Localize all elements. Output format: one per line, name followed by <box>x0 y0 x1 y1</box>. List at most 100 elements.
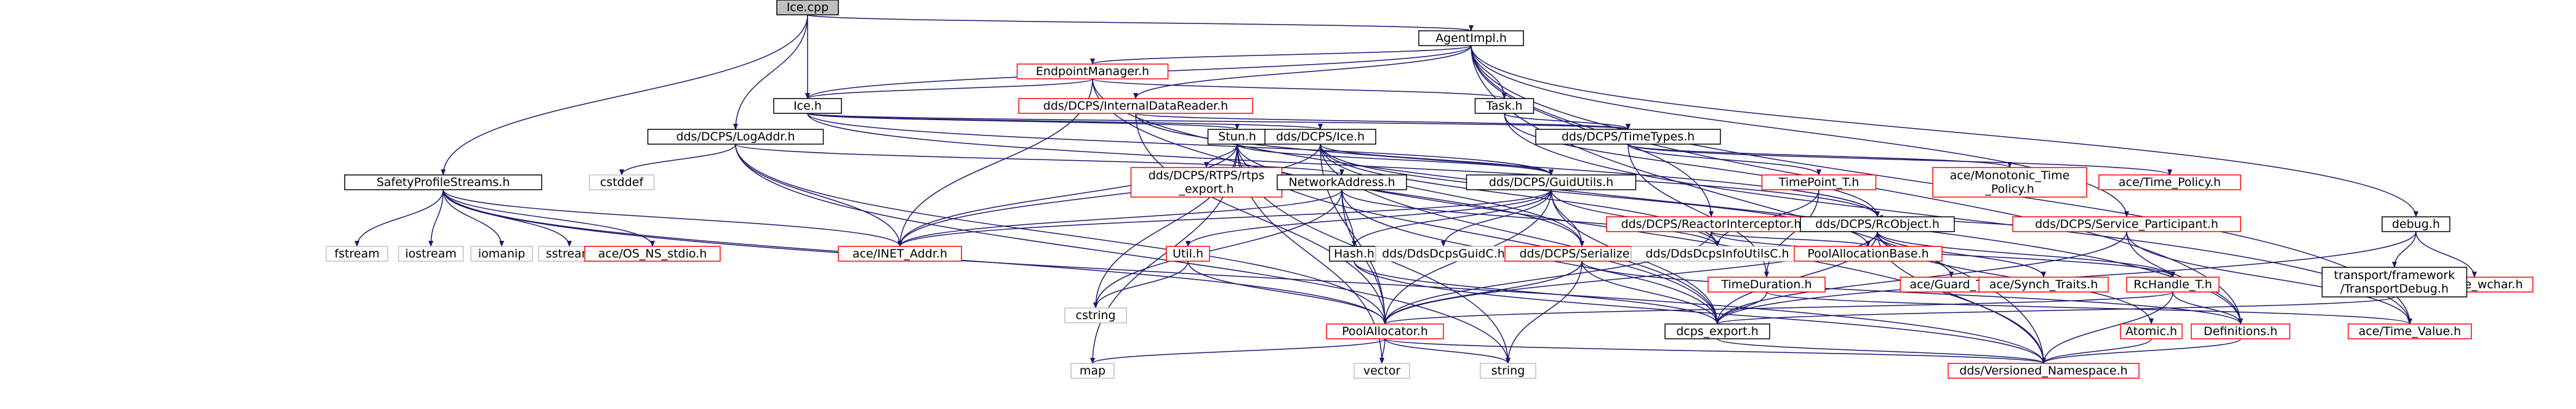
edge-networkaddress-to-ddsdcpsinfoutilsc <box>1341 189 1720 247</box>
node-cstddef: cstddef <box>588 174 655 190</box>
node-atomic[interactable]: Atomic.h <box>2120 323 2183 339</box>
node-dcps_export[interactable]: dcps_export.h <box>1664 323 1770 339</box>
node-definitions[interactable]: Definitions.h <box>2191 323 2290 339</box>
node-safetyprofile[interactable]: SafetyProfileStreams.h <box>344 174 542 190</box>
node-cstring: cstring <box>1064 307 1127 323</box>
node-box <box>1606 216 1816 232</box>
node-poolallocator[interactable]: PoolAllocator.h <box>1326 323 1444 339</box>
edge-agentimpl-to-debug <box>1471 45 2418 217</box>
edge-rcobject-to-rchandle <box>1877 231 2175 278</box>
edge-internaldatareader-to-timetypes <box>1135 113 1631 130</box>
node-timetypes[interactable]: dds/DCPS/TimeTypes.h <box>1535 129 1721 145</box>
node-guidutils[interactable]: dds/DCPS/GuidUtils.h <box>1466 174 1637 190</box>
edge-logaddr-to-poolallocator <box>735 144 1387 325</box>
node-label: _export.h <box>1178 182 1234 196</box>
node-logaddr[interactable]: dds/DCPS/LogAddr.h <box>647 129 824 145</box>
node-label: ace/Time_Policy.h <box>2119 176 2221 189</box>
node-label: vector <box>1363 364 1400 378</box>
node-label: cstring <box>1076 309 1116 322</box>
edge-rchandle-to-versioned_namespace <box>2041 291 2173 364</box>
node-dcps_ice[interactable]: dds/DCPS/Ice.h <box>1264 129 1376 145</box>
node-ddsdcpsguidc: dds/DdsDcpsGuidC.h <box>1375 246 1512 262</box>
node-label: NetworkAddress.h <box>1288 176 1395 189</box>
node-inet_addr[interactable]: ace/INET_Addr.h <box>838 246 962 262</box>
edge-stun-to-inet_addr <box>897 144 1238 247</box>
node-label: ace/OS_NS_stdio.h <box>598 247 707 261</box>
node-ice_h[interactable]: Ice.h <box>773 98 842 114</box>
edge-task-to-timetypes <box>1504 113 1631 130</box>
node-rtps_export[interactable]: dds/DCPS/RTPS/rtps_export.h <box>1130 167 1283 198</box>
node-transportdebug[interactable]: transport/framework/TransportDebug.h <box>2321 267 2468 298</box>
node-agentimpl[interactable]: AgentImpl.h <box>1418 30 1524 46</box>
node-os_ns_stdio[interactable]: ace/OS_NS_stdio.h <box>584 246 721 262</box>
node-label: PoolAllocationBase.h <box>1807 247 1928 261</box>
node-debug[interactable]: debug.h <box>2381 216 2450 232</box>
node-box <box>1948 363 2140 379</box>
node-poolallocationbase[interactable]: PoolAllocationBase.h <box>1794 246 1943 262</box>
edge-dcps_ice-to-inet_addr <box>897 144 1321 247</box>
edge-service_participant-to-time_value <box>2126 231 2412 325</box>
edge-reactorinterceptor-to-poolallocationbase <box>1711 231 1871 247</box>
node-box <box>1474 98 1535 114</box>
node-ace_synch[interactable]: ace/Synch_Traits.h <box>1978 277 2109 293</box>
node-timepolicy[interactable]: ace/Time_Policy.h <box>2098 174 2241 190</box>
node-endpointmanager[interactable]: EndpointManager.h <box>1016 63 1169 79</box>
node-stun[interactable]: Stun.h <box>1207 129 1267 145</box>
node-box <box>1016 63 1169 79</box>
edge-task-to-rcobject <box>1504 113 1880 217</box>
node-label: sstream <box>546 247 593 261</box>
node-box <box>398 246 464 262</box>
edge-timetypes-to-timepoint <box>1627 144 1821 176</box>
node-label: transport/framework <box>2334 269 2455 282</box>
node-service_participant[interactable]: dds/DCPS/Service_Participant.h <box>2012 216 2241 232</box>
edge-guidutils-to-hash <box>1352 189 1552 247</box>
edge-safetyprofile-to-iomanip <box>443 189 504 247</box>
node-box <box>588 174 655 190</box>
node-label: Hash.h <box>1334 247 1374 261</box>
node-box <box>1631 246 1804 262</box>
node-box <box>1064 307 1127 323</box>
node-label: dds/DdsDcpsInfoUtilsC.h <box>1645 247 1789 261</box>
node-root[interactable]: Ice.cpp <box>776 0 839 15</box>
node-label: TimeDuration.h <box>1720 278 1812 291</box>
node-rchandle[interactable]: RcHandle_T.h <box>2126 277 2220 293</box>
node-monotonic[interactable]: ace/Monotonic_Time_Policy.h <box>1932 167 2087 198</box>
edge-networkaddress-to-cstring <box>1093 189 1342 309</box>
node-box <box>1480 363 1536 379</box>
node-label: dds/DCPS/RcObject.h <box>1815 217 1940 231</box>
node-timeduration[interactable]: TimeDuration.h <box>1707 277 1826 293</box>
edge-rcobject-to-ace_synch <box>1877 231 2046 278</box>
node-versioned_namespace[interactable]: dds/Versioned_Namespace.h <box>1948 363 2140 379</box>
edge-stun-to-rtps_export <box>1204 144 1238 168</box>
node-box <box>1707 277 1826 293</box>
node-hash[interactable]: Hash.h <box>1329 246 1379 262</box>
edge-guidutils-to-serializer <box>1551 189 1584 247</box>
node-util[interactable]: Util.h <box>1166 246 1210 262</box>
node-time_value[interactable]: ace/Time_Value.h <box>2348 323 2472 339</box>
node-label: dds/DCPS/RTPS/rtps <box>1149 169 1265 182</box>
node-networkaddress[interactable]: NetworkAddress.h <box>1277 174 1407 190</box>
node-internaldatareader[interactable]: dds/DCPS/InternalDataReader.h <box>1018 98 1253 114</box>
node-task[interactable]: Task.h <box>1474 98 1535 114</box>
edge-serializer-to-definitions <box>1581 261 2243 325</box>
node-box <box>773 98 842 114</box>
node-label: dds/DCPS/Ice.h <box>1276 130 1365 144</box>
node-box <box>1418 30 1524 46</box>
node-rcobject[interactable]: dds/DCPS/RcObject.h <box>1800 216 1955 232</box>
node-reactorinterceptor[interactable]: dds/DCPS/ReactorInterceptor.h <box>1606 216 1816 232</box>
edge-safetyprofile-to-iostream <box>428 189 444 247</box>
node-label: cstddef <box>600 176 644 189</box>
edge-timetypes-to-monotonic <box>1627 144 2012 168</box>
edge-poolallocator-to-string <box>1384 338 1511 364</box>
node-box <box>1794 246 1943 262</box>
node-timepoint[interactable]: TimePoint_T.h <box>1761 174 1877 190</box>
node-box <box>1664 323 1770 339</box>
edge-safetyprofile-to-os_ns_stdio <box>443 189 655 247</box>
node-string: string <box>1480 363 1536 379</box>
node-box <box>1326 323 1444 339</box>
edge-ice_h-to-dcps_ice <box>807 113 1323 130</box>
node-label: SafetyProfileStreams.h <box>377 176 510 189</box>
edge-stun-to-guidutils <box>1237 144 1554 176</box>
node-label: Atomic.h <box>2125 325 2177 338</box>
